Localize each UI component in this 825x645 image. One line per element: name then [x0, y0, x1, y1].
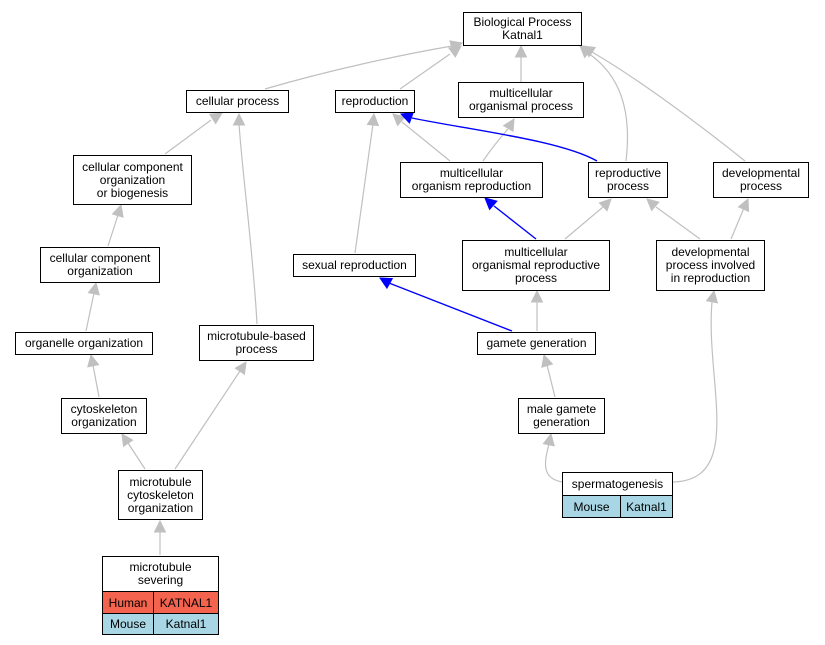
edge-mco-to-mtbp-arrowhead	[234, 361, 247, 376]
edge-mo-reproduction-to-mo-process	[482, 118, 515, 162]
node-gamete-generation[interactable]: gamete generation	[477, 332, 596, 355]
node-developmental-process[interactable]: developmental process	[713, 162, 809, 198]
edge-multicellular-organismal-to-root	[514, 44, 528, 82]
edge-morp-to-mo-reproduction	[484, 197, 537, 240]
edge-cco-to-ccob-arrowhead	[111, 203, 124, 218]
node-multicellular-organismal-process[interactable]: multicellular organismal process	[458, 82, 584, 118]
spermatogenesis-label: spermatogenesis	[563, 473, 672, 496]
node-reproduction[interactable]: reproduction	[335, 90, 415, 113]
edge-mo-reproduction-to-reproduction	[392, 113, 451, 162]
species-cell-mouse: Mouse	[563, 496, 620, 517]
edge-reproductive-process-to-root	[579, 45, 629, 162]
gene-cell[interactable]: Katnal1	[620, 496, 672, 517]
edge-mo-reproduction-to-reproduction-arrowhead	[392, 113, 406, 127]
edge-male-gamete-to-gamete	[541, 353, 556, 398]
edge-mo-reproduction-to-mo-process-arrowhead	[502, 118, 515, 133]
edge-morp-to-reproductive-process	[564, 198, 612, 240]
node-multicellular-organism-reproduction[interactable]: multicellular organism reproduction	[400, 162, 543, 198]
edge-male-gamete-to-gamete-arrowhead	[541, 353, 554, 368]
edge-microtubule-severing-to-mco	[153, 519, 167, 555]
edge-spermatogenesis-to-dpir-arrowhead	[705, 289, 719, 304]
edge-sexual-reproduction-to-reproduction-arrowhead	[366, 112, 380, 127]
annotation-row: Mouse Katnal1	[103, 613, 218, 634]
edge-reproduction-to-root	[399, 45, 462, 90]
species-cell-mouse: Mouse	[103, 614, 153, 634]
edge-microtubule-severing-to-mco-arrowhead	[153, 519, 167, 533]
node-cellular-process[interactable]: cellular process	[186, 90, 289, 113]
edge-reproductive-process-to-reproduction	[399, 112, 598, 162]
microtubule-severing-label: microtubule severing	[103, 557, 218, 592]
species-cell-human: Human	[103, 592, 153, 613]
edge-mco-to-mtbp	[174, 361, 247, 470]
edge-gamete-to-morp	[530, 289, 544, 331]
node-cellular-component-organization-or-biogenesis[interactable]: cellular component organization or bioge…	[73, 155, 192, 205]
edge-dpir-to-reproductive-process	[646, 198, 701, 240]
edge-dpir-to-developmental-process-arrowhead	[737, 197, 750, 213]
gene-cell[interactable]: KATNAL1	[153, 592, 218, 613]
edge-ccob-to-cellular-process-arrowhead	[208, 112, 223, 125]
edge-mco-to-cytoskeleton	[121, 433, 146, 470]
node-reproductive-process[interactable]: reproductive process	[588, 162, 668, 198]
node-male-gamete-generation[interactable]: male gamete generation	[518, 398, 605, 434]
edge-mco-to-cytoskeleton-arrowhead	[121, 433, 134, 448]
edge-spermatogenesis-to-male-gamete	[542, 432, 563, 483]
edge-sexual-reproduction-to-reproduction	[354, 112, 380, 254]
edge-multicellular-organismal-to-root-arrowhead	[514, 44, 528, 58]
edge-dpir-to-reproductive-process-arrowhead	[646, 198, 660, 212]
node-sexual-reproduction[interactable]: sexual reproduction	[293, 254, 416, 277]
edge-morp-to-reproductive-process-arrowhead	[598, 198, 612, 212]
edge-cytoskeleton-to-organelle	[87, 353, 100, 398]
edge-reproduction-to-root-arrowhead	[447, 45, 462, 58]
edge-ccob-to-cellular-process	[164, 112, 223, 155]
node-biological-process-root[interactable]: Biological Process Katnal1	[463, 12, 582, 46]
edge-organelle-to-cco	[85, 281, 100, 332]
edge-gamete-to-morp-arrowhead	[530, 289, 544, 303]
edge-reproductive-process-to-reproduction-arrowhead	[399, 112, 414, 124]
edge-developmental-process-to-root-arrowhead	[582, 45, 597, 58]
edge-morp-to-mo-reproduction-arrowhead	[484, 197, 498, 211]
node-cytoskeleton-organization[interactable]: cytoskeleton organization	[61, 398, 147, 434]
edge-cytoskeleton-to-organelle-arrowhead	[87, 353, 100, 368]
edge-mtbp-to-cellular-process-arrowhead	[232, 112, 246, 126]
edge-gamete-to-sexual-reproduction	[379, 277, 513, 332]
annotation-row: Mouse Katnal1	[563, 496, 672, 517]
edge-gamete-to-sexual-reproduction-arrowhead	[379, 277, 394, 290]
annotation-row: Human KATNAL1	[103, 592, 218, 613]
edge-cellular-process-to-root	[264, 40, 464, 90]
node-microtubule-severing[interactable]: microtubule severing Human KATNAL1 Mouse…	[102, 556, 219, 635]
edge-organelle-to-cco-arrowhead	[87, 281, 100, 296]
edge-spermatogenesis-to-male-gamete-arrowhead	[542, 432, 555, 447]
node-cellular-component-organization[interactable]: cellular component organization	[40, 247, 160, 283]
node-multicellular-organismal-reproductive-process[interactable]: multicellular organismal reproductive pr…	[462, 240, 610, 291]
gene-cell[interactable]: Katnal1	[153, 614, 218, 634]
node-spermatogenesis[interactable]: spermatogenesis Mouse Katnal1	[562, 472, 673, 518]
edge-spermatogenesis-to-dpir	[672, 289, 719, 483]
node-organelle-organization[interactable]: organelle organization	[15, 332, 153, 355]
node-developmental-process-involved-in-reproduction[interactable]: developmental process involved in reprod…	[656, 240, 765, 291]
edge-dpir-to-developmental-process	[730, 197, 750, 240]
edge-mtbp-to-cellular-process	[232, 112, 258, 325]
node-microtubule-based-process[interactable]: microtubule-based process	[199, 325, 314, 361]
edge-cco-to-ccob	[107, 203, 124, 247]
node-microtubule-cytoskeleton-organization[interactable]: microtubule cytoskeleton organization	[118, 470, 203, 520]
edge-developmental-process-to-root	[582, 45, 746, 162]
